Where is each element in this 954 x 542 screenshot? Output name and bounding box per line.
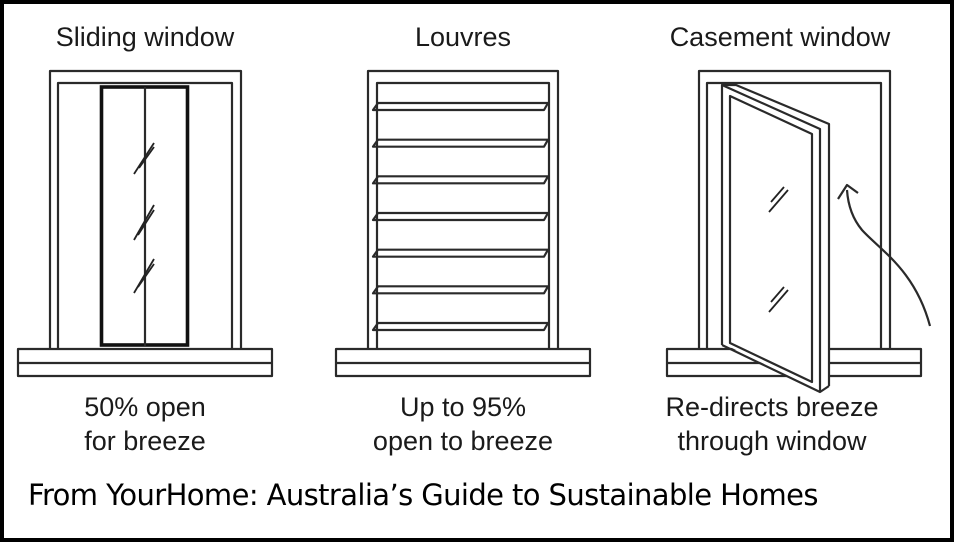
louvre-slat — [371, 138, 550, 148]
louvre-slat — [371, 175, 550, 185]
caption-line: for breeze — [84, 426, 206, 456]
louvre-slat — [371, 101, 550, 112]
casement-window-icon — [665, 69, 932, 394]
panel-title-casement: Casement window — [669, 22, 891, 52]
casement-open-sash — [720, 83, 831, 394]
sliding-outer-frame-inner — [56, 81, 234, 349]
louvre-inner-frame — [375, 81, 551, 349]
casement-outer-frame — [697, 69, 892, 349]
sliding-window-icon — [16, 69, 274, 378]
louvre-outer-frame — [366, 69, 560, 349]
panel-title-sliding: Sliding window — [55, 22, 235, 52]
caption-line: Up to 95% — [399, 392, 527, 422]
sliding-outer-frame — [48, 69, 243, 349]
source-credit: From YourHome: Australia’s Guide to Sust… — [28, 478, 818, 512]
louvre-window-icon — [334, 69, 592, 378]
panel-caption-louvres: Up to 95% open to breeze — [333, 390, 593, 458]
louvre-slats — [371, 101, 550, 332]
panel-caption-sliding: 50% open for breeze — [20, 390, 270, 458]
louvre-slat — [371, 248, 550, 258]
louvre-slat — [371, 285, 550, 295]
caption-line: 50% open — [84, 392, 206, 422]
panel-caption-casement: Re-directs breeze through window — [617, 390, 927, 458]
casement-inner-frame — [705, 81, 883, 349]
louvre-slat — [371, 211, 550, 222]
louvre-slat — [371, 321, 550, 332]
glass-reflection-icon — [133, 142, 155, 294]
caption-line: through window — [677, 426, 867, 456]
glass-reflection-icon — [768, 186, 789, 313]
panel-title-louvres: Louvres — [414, 22, 512, 52]
caption-line: Re-directs breeze — [665, 392, 879, 422]
caption-line: open to breeze — [372, 426, 554, 456]
breeze-arrow-icon — [837, 183, 932, 327]
